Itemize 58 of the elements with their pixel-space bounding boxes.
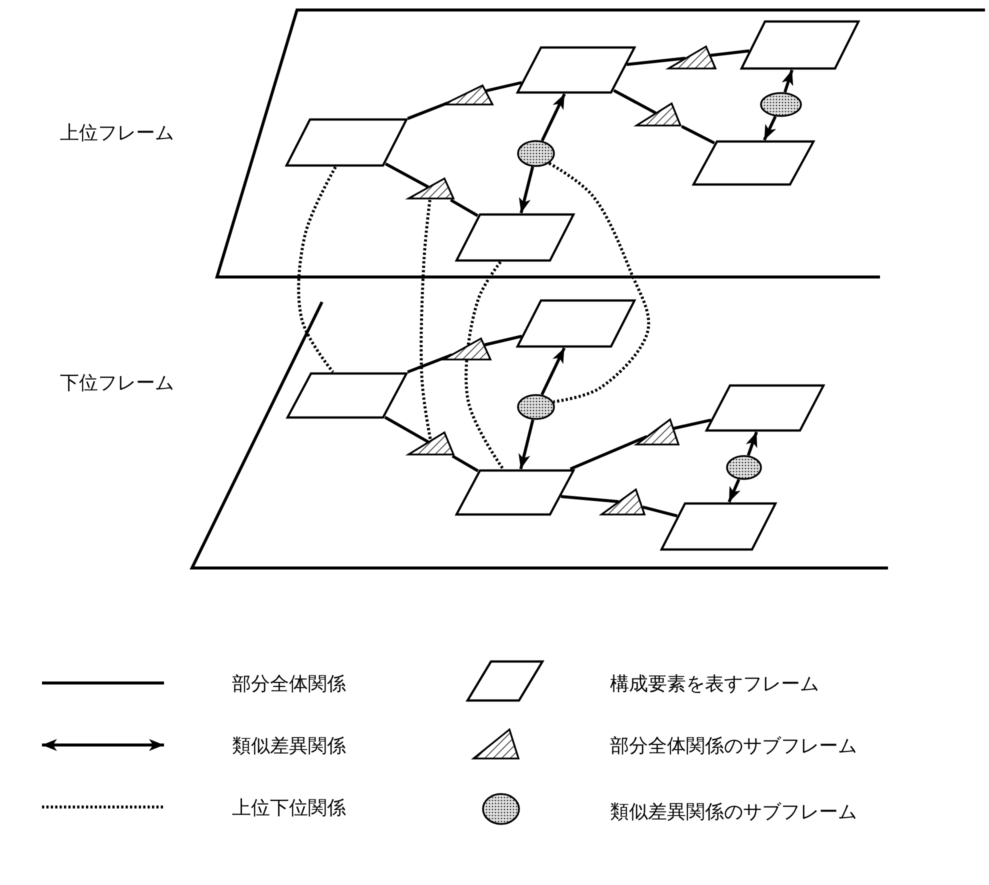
dotted-connector (297, 166, 337, 373)
dotted-connector (548, 162, 650, 404)
connector-line (673, 418, 712, 430)
subframe-triangle (600, 488, 646, 516)
frame-parallelogram (516, 299, 636, 348)
double-arrow (782, 70, 794, 93)
connector-line (450, 198, 478, 218)
frame-parallelogram (740, 20, 860, 70)
connector-line (613, 89, 656, 114)
legend-label: 部分全体関係のサブフレーム (610, 734, 857, 759)
subframe-triangle (442, 337, 492, 361)
double-arrow (540, 93, 566, 142)
connector-line (407, 353, 453, 374)
subframe-triangle (407, 431, 455, 456)
double-arrow (518, 419, 534, 470)
connector-line (407, 102, 448, 120)
subframe-triangle (635, 418, 680, 446)
connector-line (626, 56, 686, 66)
connector-line (710, 49, 750, 57)
connector-line (570, 435, 648, 470)
double-arrow (746, 432, 758, 456)
connector-line (486, 81, 522, 92)
legend-label: 上位下位関係 (232, 796, 346, 821)
legend-label: 類似差異関係 (232, 734, 346, 759)
frame-level-label: 上位フレーム (60, 121, 174, 146)
legend-label: 類似差異関係のサブフレーム (610, 800, 857, 825)
subframe-ellipse (760, 92, 802, 117)
dotted-connector (420, 200, 432, 441)
frame-parallelogram (516, 46, 636, 94)
double-arrow (540, 347, 566, 396)
double-arrow (762, 116, 777, 141)
connector-line (560, 495, 619, 504)
connector-line (681, 125, 716, 144)
subframe-triangle (667, 45, 717, 70)
frame-parallelogram (285, 118, 408, 167)
legend-label: 構成要素を表すフレーム (610, 672, 819, 697)
subframe-ellipse (517, 394, 555, 420)
subframe-triangle (635, 102, 682, 127)
frame-parallelogram (660, 502, 777, 551)
frame-parallelogram (455, 213, 575, 262)
frame-parallelogram (286, 372, 408, 419)
connector-line (484, 334, 522, 346)
double-arrow (728, 478, 741, 503)
frame-parallelogram (705, 384, 825, 432)
dotted-connector (464, 261, 504, 470)
subframe-ellipse (726, 455, 762, 480)
frame-parallelogram (455, 469, 575, 516)
connector-line (384, 162, 429, 188)
connector-line (642, 506, 678, 518)
connector-line (452, 454, 479, 472)
connector-line (384, 416, 429, 444)
frame-level-label: 下位フレーム (60, 371, 174, 396)
subframe-triangle (407, 177, 455, 200)
double-arrow (518, 166, 534, 214)
legend-label: 部分全体関係 (232, 672, 346, 697)
frame-parallelogram (692, 140, 815, 186)
subframe-triangle (442, 84, 494, 106)
subframe-ellipse (517, 140, 555, 167)
